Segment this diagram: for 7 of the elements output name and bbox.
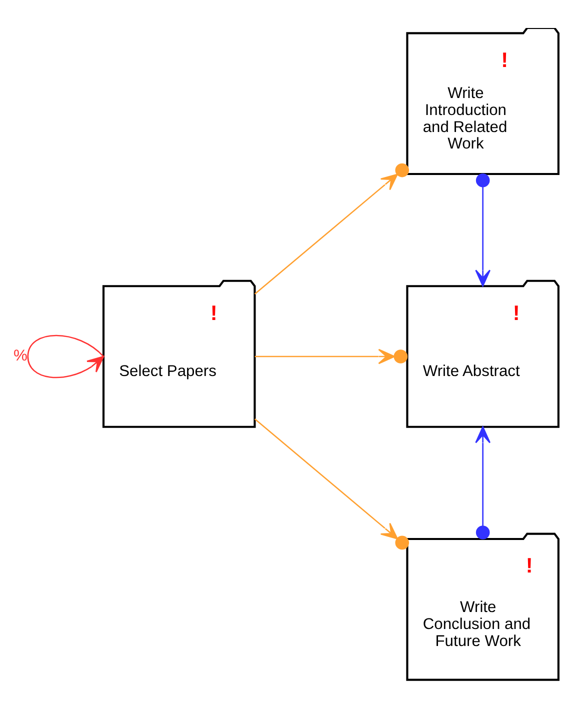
- edge-label: %: [14, 348, 28, 365]
- arrow: [475, 426, 491, 540]
- arrow: [254, 163, 410, 294]
- arrow: [475, 173, 491, 287]
- arrow: [254, 418, 410, 550]
- arrow: [27, 334, 104, 378]
- arrow: [254, 348, 408, 364]
